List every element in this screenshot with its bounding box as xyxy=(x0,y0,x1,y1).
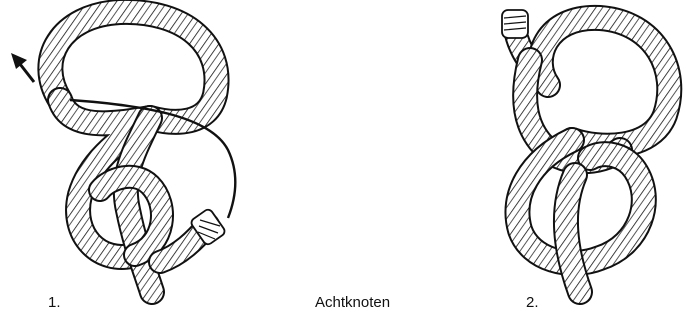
pull-arrow-icon xyxy=(11,53,34,82)
figure-title: Achtknoten xyxy=(315,294,390,312)
step-1-label: 1. xyxy=(48,294,61,312)
rope-end-whipping-icon xyxy=(502,10,528,38)
step-2-label: 2. xyxy=(526,294,539,312)
figure-eight-knot-step-2-icon xyxy=(502,10,669,292)
figure-eight-knot-step-1-icon xyxy=(11,12,235,292)
